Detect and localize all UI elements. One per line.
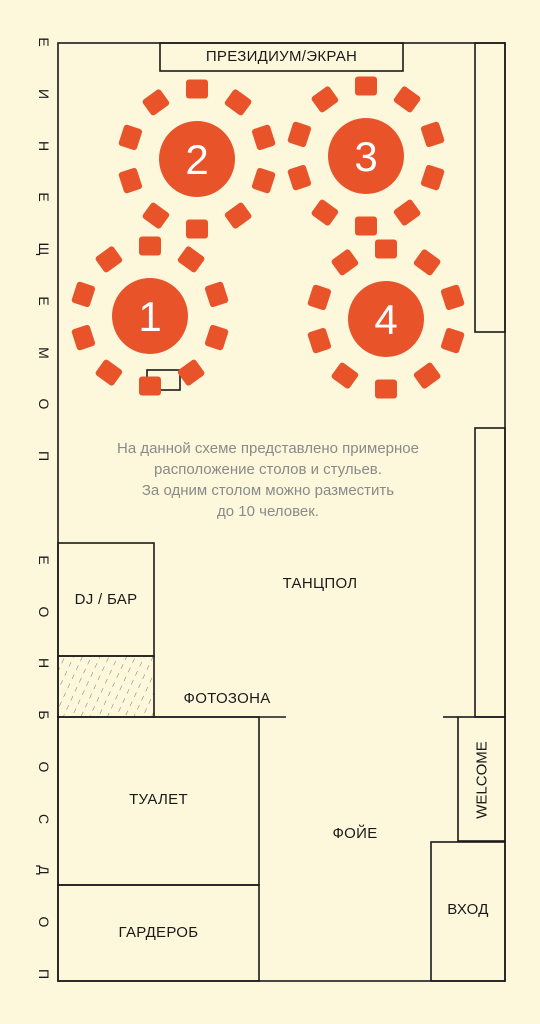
- chair: [142, 202, 170, 229]
- side-label-letter: Н: [36, 140, 52, 151]
- side-label-letter: О: [36, 606, 52, 617]
- note-line: до 10 человек.: [217, 503, 319, 520]
- note-line: За одним столом можно разместить: [141, 482, 395, 499]
- side-label-letter: О: [36, 761, 52, 773]
- side-label-letter: Щ: [36, 242, 52, 256]
- side-label-letter: Б: [36, 710, 52, 720]
- side-label-letter: О: [36, 398, 52, 410]
- chair: [118, 124, 143, 151]
- chair: [393, 199, 421, 226]
- entrance-box: [430, 841, 506, 982]
- table-number: 3: [354, 133, 377, 180]
- chair: [375, 239, 397, 259]
- note-line: расположение столов и стульев.: [154, 461, 382, 478]
- side-label-letter: И: [36, 88, 52, 99]
- welcome-desk: [457, 716, 506, 842]
- chair: [331, 249, 359, 276]
- presidium-label: ПРЕЗИДИУМ/ЭКРАН: [205, 48, 358, 65]
- seating-note: На данной схеме представлено примерное р…: [60, 438, 476, 522]
- chair: [224, 202, 252, 229]
- side-label-letter: Н: [36, 658, 52, 669]
- chair: [420, 164, 445, 191]
- chair: [440, 327, 465, 354]
- side-label-letter: П: [36, 451, 52, 462]
- chair: [420, 121, 445, 148]
- side-label-letter: Е: [36, 192, 52, 202]
- chair: [224, 89, 252, 116]
- side-label-letter: М: [36, 346, 52, 359]
- chair: [440, 284, 465, 311]
- chair: [251, 167, 276, 194]
- side-label-letter: О: [36, 916, 52, 928]
- chair: [95, 246, 123, 273]
- table-circle: [348, 281, 424, 357]
- side-label-letter: П: [36, 968, 52, 980]
- chair: [307, 284, 332, 311]
- photozone-box: [57, 655, 155, 718]
- chair: [307, 327, 332, 354]
- wall-strip-lower: [474, 427, 506, 718]
- chair: [413, 362, 441, 389]
- table-number: 2: [185, 136, 208, 183]
- table-number: 1: [138, 293, 161, 340]
- table-circle: [328, 118, 404, 194]
- table-circle: [112, 278, 188, 354]
- chair: [204, 324, 229, 351]
- chair: [118, 167, 143, 194]
- chair: [71, 324, 96, 351]
- dj-bar-label: DJ / БАР: [74, 591, 138, 608]
- side-label-letter: Е: [36, 555, 52, 565]
- chair: [355, 76, 377, 96]
- chair: [287, 121, 312, 148]
- chair: [311, 199, 339, 226]
- toilet-label: ТУАЛЕТ: [129, 791, 188, 808]
- chair: [331, 362, 359, 389]
- chair: [186, 79, 208, 99]
- side-label-letter: Е: [36, 296, 52, 306]
- chair: [413, 249, 441, 276]
- side-label-letter: Е: [36, 37, 52, 47]
- tables-layer: 1 2 3 4: [71, 76, 465, 399]
- table-number: 4: [374, 296, 397, 343]
- side-label-letter: С: [36, 813, 52, 824]
- table-1: 1: [71, 236, 229, 396]
- table-2: 2: [118, 79, 276, 239]
- chair: [71, 281, 96, 308]
- chair: [251, 124, 276, 151]
- chair: [311, 86, 339, 113]
- chair: [204, 281, 229, 308]
- chair: [95, 359, 123, 386]
- entrance-label: ВХОД: [447, 901, 489, 918]
- chair: [139, 376, 161, 396]
- chair: [186, 219, 208, 239]
- welcome-label: WELCOME: [473, 741, 491, 819]
- chair: [177, 359, 205, 386]
- table-4: 4: [307, 239, 465, 399]
- wall-strip-upper: [474, 42, 506, 333]
- photozone-label: ФОТОЗОНА: [183, 690, 271, 707]
- wardrobe-label: ГАРДЕРОБ: [118, 924, 199, 941]
- side-label-letter: Д: [36, 865, 52, 876]
- chair: [287, 164, 312, 191]
- presidium-box: [159, 42, 404, 72]
- foyer-label: ФОЙЕ: [332, 825, 378, 842]
- chair: [393, 86, 421, 113]
- chair: [177, 246, 205, 273]
- wardrobe-box: [57, 884, 260, 982]
- table-3: 3: [287, 76, 445, 236]
- table-circle: [159, 121, 235, 197]
- chair: [355, 216, 377, 236]
- chair: [142, 89, 170, 116]
- chair: [139, 236, 161, 256]
- note-line: На данной схеме представлено примерное: [117, 440, 419, 457]
- chair: [375, 379, 397, 399]
- dancefloor-label: ТАНЦПОЛ: [282, 575, 358, 592]
